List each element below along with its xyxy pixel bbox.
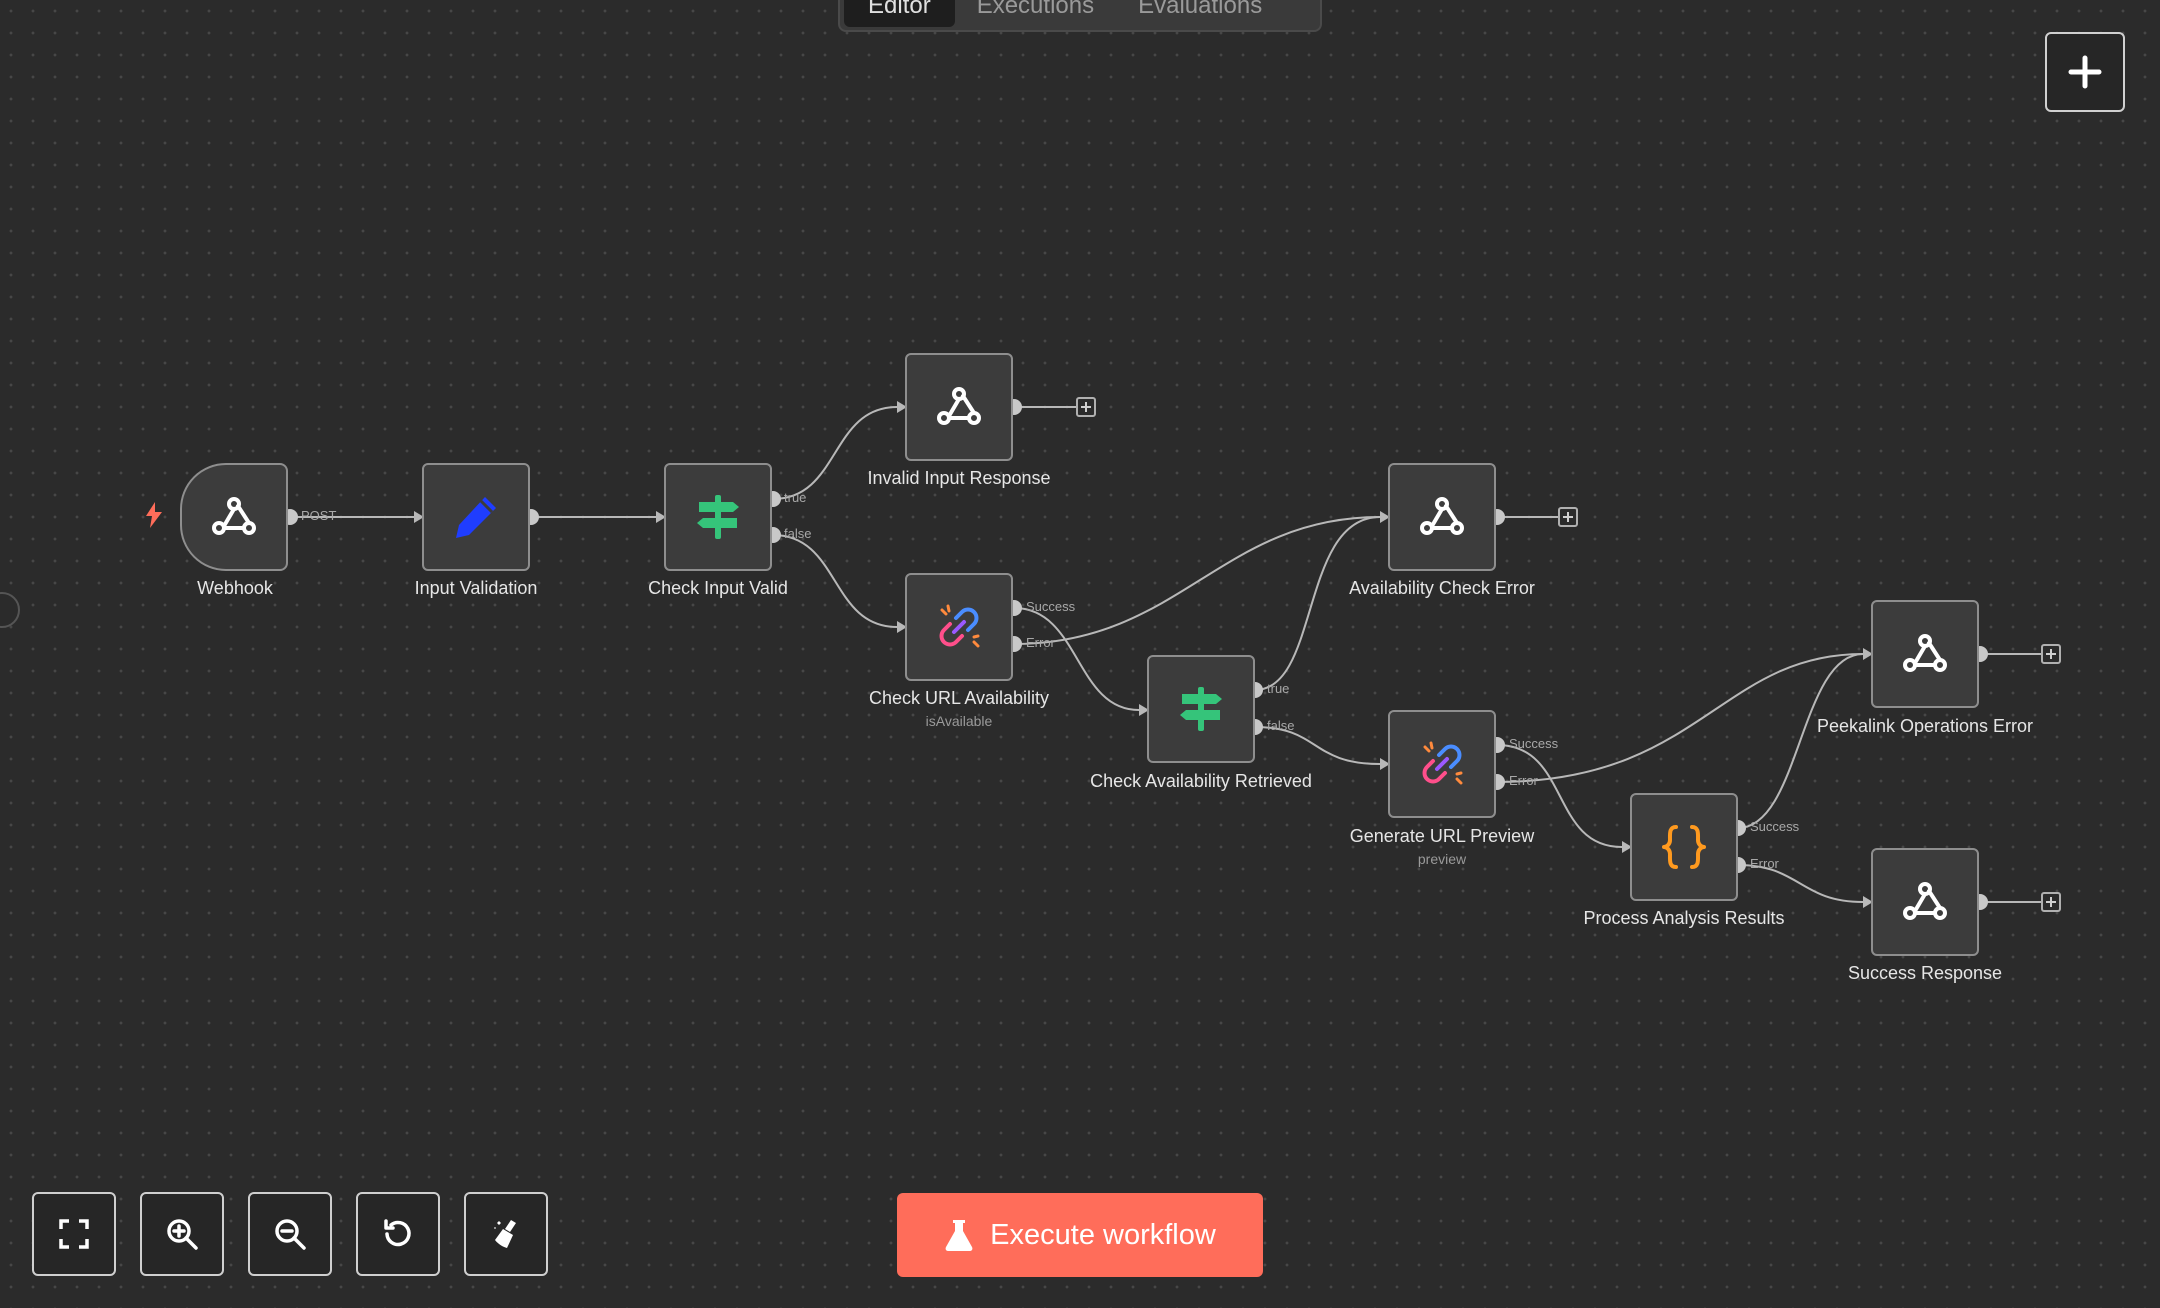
tidy-up-button[interactable] bbox=[464, 1192, 548, 1276]
node-label: Check Availability Retrieved bbox=[1090, 771, 1312, 791]
webhook-icon bbox=[1420, 497, 1464, 535]
link-icon bbox=[939, 604, 980, 648]
fit-view-icon bbox=[59, 1219, 89, 1249]
add-connection-button[interactable] bbox=[2041, 644, 2061, 664]
fit-view-button[interactable] bbox=[32, 1192, 116, 1276]
node-input-validation[interactable] bbox=[422, 463, 530, 571]
connection-process-success-peekalink bbox=[1737, 653, 1864, 829]
plus-icon bbox=[2046, 897, 2056, 907]
port-label-error: Error bbox=[1026, 635, 1055, 650]
arrow-head bbox=[1622, 841, 1632, 853]
zoom-in-icon bbox=[167, 1219, 198, 1250]
node-availability-check-error[interactable] bbox=[1388, 463, 1496, 571]
plus-icon bbox=[1563, 512, 1573, 522]
port-label-success: Success bbox=[1750, 819, 1800, 834]
node-success-response[interactable] bbox=[1871, 848, 1979, 956]
add-node-button[interactable] bbox=[2045, 32, 2125, 112]
node-label: Peekalink Operations Error bbox=[1816, 716, 2034, 736]
arrow-head bbox=[1380, 511, 1390, 523]
reset-zoom-button[interactable] bbox=[356, 1192, 440, 1276]
node-label: Check Input Valid bbox=[648, 578, 788, 598]
reset-icon bbox=[384, 1219, 411, 1247]
connection-error-availerr bbox=[1013, 516, 1381, 645]
zoom-out-button[interactable] bbox=[248, 1192, 332, 1276]
add-connection-button[interactable] bbox=[1076, 397, 1096, 417]
view-tabs: Editor Executions Evaluations bbox=[838, 0, 1322, 32]
arrow-head bbox=[1863, 896, 1873, 908]
node-check-url-availability[interactable] bbox=[905, 573, 1013, 681]
code-braces-icon bbox=[1662, 825, 1706, 869]
node-generate-url-preview[interactable] bbox=[1388, 710, 1496, 818]
tab-evaluations[interactable]: Evaluations bbox=[1138, 0, 1263, 19]
node-check-availability-retrieved[interactable] bbox=[1147, 655, 1255, 763]
port-label-post: POST bbox=[301, 508, 337, 523]
node-sublabel: preview bbox=[1417, 851, 1467, 867]
port-label-error: Error bbox=[1750, 856, 1779, 871]
port-label-success: Success bbox=[1509, 736, 1559, 751]
port-label-true: true bbox=[1267, 681, 1290, 696]
node-sublabel: isAvailable bbox=[925, 713, 993, 729]
plus-icon bbox=[2068, 55, 2102, 89]
node-label: Check URL Availability bbox=[868, 688, 1050, 708]
port-label-false: false bbox=[784, 526, 812, 541]
pencil-icon bbox=[456, 497, 496, 538]
connection-false-checkurl bbox=[772, 534, 898, 628]
execute-workflow-button[interactable]: Execute workflow bbox=[897, 1193, 1263, 1277]
node-label: Success Response bbox=[1847, 963, 2003, 983]
arrow-head bbox=[897, 401, 907, 413]
add-connection-button[interactable] bbox=[2041, 892, 2061, 912]
port-label-true: true bbox=[784, 490, 807, 505]
webhook-icon bbox=[1903, 882, 1947, 920]
arrow-head bbox=[1380, 758, 1390, 770]
connection-success-process bbox=[1496, 744, 1623, 848]
webhook-icon bbox=[212, 497, 256, 535]
node-label: Invalid Input Response bbox=[867, 468, 1051, 488]
connection-error-peekalink bbox=[1496, 653, 1864, 783]
flask-icon bbox=[945, 1220, 973, 1251]
zoom-out-icon bbox=[275, 1219, 306, 1250]
arrow-head bbox=[1863, 648, 1873, 660]
link-icon bbox=[1422, 741, 1463, 785]
arrow-head bbox=[414, 511, 424, 523]
add-connection-button[interactable] bbox=[1558, 507, 1578, 527]
port-label-success: Success bbox=[1026, 599, 1076, 614]
node-label: Availability Check Error bbox=[1349, 578, 1535, 598]
webhook-icon bbox=[937, 387, 981, 425]
trigger-bolt-icon bbox=[146, 502, 162, 528]
connection-true-availerr bbox=[1254, 516, 1381, 691]
arrow-head bbox=[656, 511, 666, 523]
signpost-icon bbox=[1180, 687, 1222, 731]
arrow-head bbox=[897, 621, 907, 633]
connection-success-checkavail bbox=[1013, 607, 1140, 711]
node-peekalink-operations-error[interactable] bbox=[1871, 600, 1979, 708]
node-process-analysis-results[interactable] bbox=[1630, 793, 1738, 901]
signpost-icon bbox=[697, 495, 739, 539]
zoom-in-button[interactable] bbox=[140, 1192, 224, 1276]
execute-workflow-label: Execute workflow bbox=[990, 1218, 1216, 1251]
port-label-false: false bbox=[1267, 718, 1295, 733]
tab-editor[interactable]: Editor bbox=[844, 0, 955, 27]
node-label: Input Validation bbox=[414, 578, 538, 598]
node-check-input-valid[interactable] bbox=[664, 463, 772, 571]
node-webhook[interactable] bbox=[180, 463, 288, 571]
arrow-head bbox=[1139, 704, 1149, 716]
webhook-icon bbox=[1903, 634, 1947, 672]
node-label: Generate URL Preview bbox=[1349, 826, 1535, 846]
connection-true-invalid bbox=[772, 406, 898, 500]
plus-icon bbox=[2046, 649, 2056, 659]
node-invalid-input-response[interactable] bbox=[905, 353, 1013, 461]
connection-false-genpreview bbox=[1254, 726, 1381, 765]
port-label-error: Error bbox=[1509, 773, 1538, 788]
node-label: Process Analysis Results bbox=[1583, 908, 1785, 928]
node-label: Webhook bbox=[197, 578, 273, 598]
broom-icon bbox=[494, 1220, 516, 1248]
plus-icon bbox=[1081, 402, 1091, 412]
connection-process-error-success bbox=[1737, 864, 1864, 903]
tab-executions[interactable]: Executions bbox=[976, 0, 1095, 19]
